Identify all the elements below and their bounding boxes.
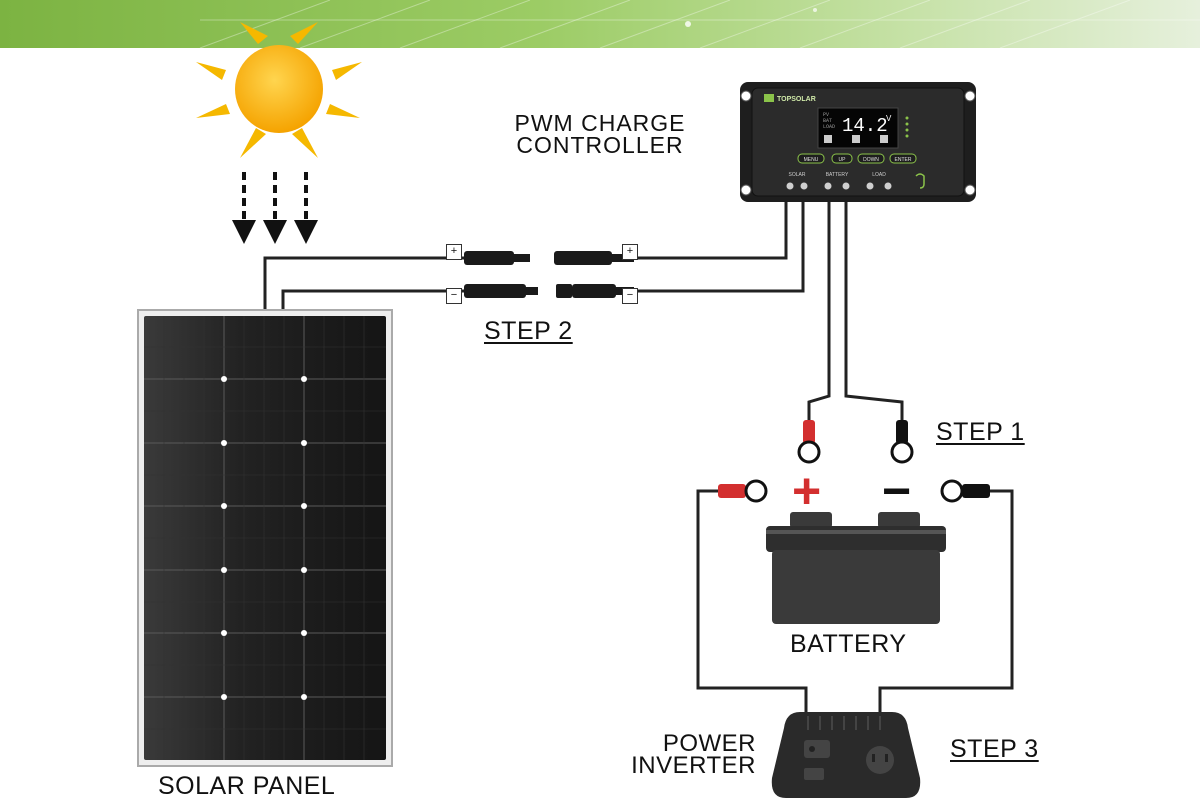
power-inverter-icon	[771, 712, 921, 798]
svg-text:PV: PV	[823, 112, 829, 118]
step-2-label: STEP 2	[484, 317, 573, 345]
ring-terminals-inverter	[718, 479, 990, 503]
svg-text:BAT: BAT	[823, 118, 832, 124]
solar-panel-label: SOLAR PANEL	[158, 772, 336, 800]
mc4-controller-positive-marker: +	[622, 244, 638, 260]
battery-positive-sign: +	[792, 463, 822, 519]
charge-controller-icon: PV BAT LOAD	[740, 82, 976, 202]
controller-terminal-battery: BATTERY	[826, 172, 849, 178]
step-1-label: STEP 1	[936, 418, 1025, 446]
controller-terminal-solar: SOLAR	[789, 172, 806, 178]
controller-button-up: UP	[839, 157, 847, 163]
controller-display-unit: V	[886, 114, 892, 123]
controller-button-enter: ENTER	[895, 157, 912, 163]
inverter-label: POWER INVERTER	[598, 730, 756, 779]
controller-display: 14.2	[842, 115, 888, 137]
wires	[263, 200, 1014, 712]
battery-negative-sign: −	[882, 463, 912, 519]
inverter-label-line2: INVERTER	[631, 752, 756, 779]
step-3-label: STEP 3	[950, 735, 1039, 763]
controller-title-line1: PWM CHARGE	[514, 110, 686, 136]
mc4-panel-negative-marker: −	[446, 288, 462, 304]
top-banner	[0, 0, 1200, 49]
ring-terminals-controller	[797, 420, 914, 464]
controller-brand: TOPSOLAR	[777, 96, 816, 103]
mc4-controller-negative-marker: −	[622, 288, 638, 304]
sun-icon	[196, 22, 362, 158]
controller-button-menu: MENU	[804, 157, 819, 163]
battery-icon	[766, 512, 946, 624]
sunlight-arrows	[232, 172, 318, 244]
svg-text:LOAD: LOAD	[823, 124, 835, 130]
controller-title: PWM CHARGE CONTROLLER	[482, 110, 718, 158]
solar-panel-icon	[137, 309, 393, 767]
controller-button-down: DOWN	[863, 157, 879, 163]
controller-terminal-load: LOAD	[872, 172, 886, 178]
mc4-connectors	[464, 251, 634, 298]
inverter-label-line1: POWER	[662, 730, 756, 757]
mc4-panel-positive-marker: +	[446, 244, 462, 260]
battery-label: BATTERY	[790, 630, 907, 658]
controller-title-line2: CONTROLLER	[516, 132, 684, 158]
